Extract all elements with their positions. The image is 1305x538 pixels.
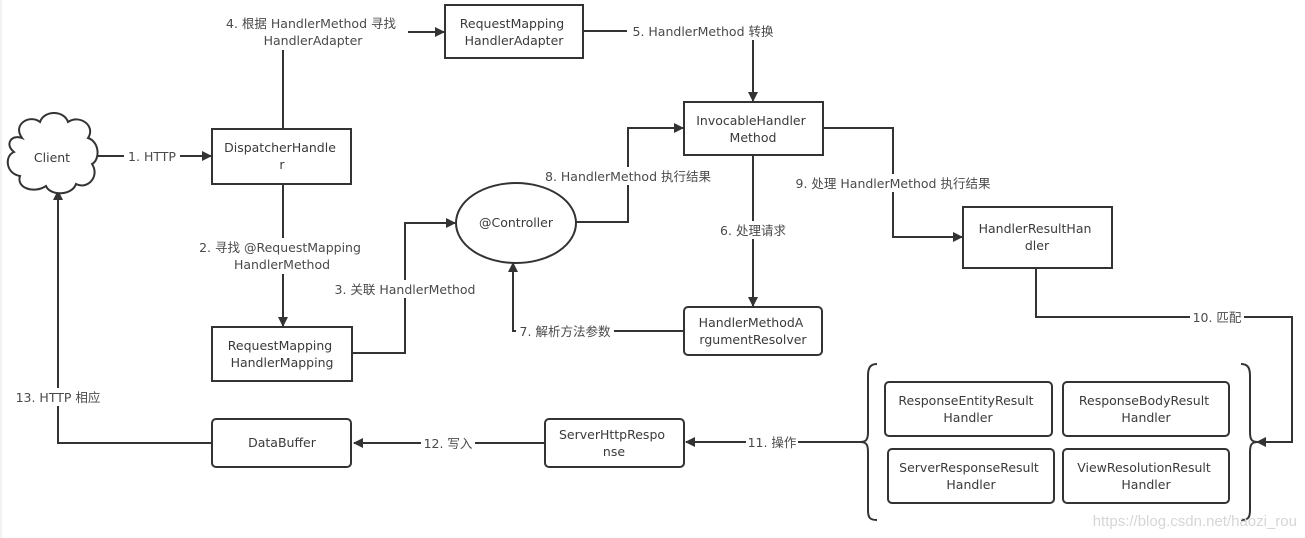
dispatcher-handler-label: DispatcherHandle r	[224, 140, 340, 172]
request-mapping-handler-mapping-box	[211, 326, 353, 382]
server-http-response-box	[544, 418, 685, 468]
request-mapping-handler-adapter-box	[444, 4, 584, 59]
edge-6-label: 6. 处理请求	[720, 223, 786, 238]
edge-3-label: 3. 关联 HandlerMethod	[335, 282, 476, 297]
response-entity-result-handler-box	[884, 381, 1053, 437]
left-brace	[859, 363, 878, 521]
watermark: https://blog.csdn.net/haozi_rou	[1093, 513, 1297, 530]
edge-5-label: 5. HandlerMethod 转换	[633, 24, 774, 39]
invocable-handler-method-label: InvocableHandler Method	[696, 113, 810, 145]
server-response-result-handler-box	[887, 448, 1055, 504]
edge-9-label: 9. 处理 HandlerMethod 执行结果	[796, 176, 991, 191]
data-buffer-label: DataBuffer	[248, 435, 317, 450]
server-http-response-label: ServerHttpRespo nse	[559, 427, 669, 459]
result-handler-group	[859, 363, 1259, 521]
edge-8-label: 8. HandlerMethod 执行结果	[545, 169, 711, 184]
edge-4-label: 4. 根据 HandlerMethod 寻找 HandlerAdapter	[226, 16, 400, 48]
response-entity-result-handler-label: ResponseEntityResult Handler	[898, 393, 1037, 425]
edge-1-label: 1. HTTP	[128, 149, 176, 164]
edge-2-label: 2. 寻找 @RequestMapping HandlerMethod	[199, 240, 365, 272]
dispatcher-handler-box	[211, 128, 352, 185]
controller-label: @Controller	[479, 215, 554, 230]
handler-result-handler-label: HandlerResultHan dler	[979, 221, 1096, 253]
edge-7-label: 7. 解析方法参数	[520, 324, 611, 339]
handler-method-argument-resolver-label: HandlerMethodA rgumentResolver	[699, 315, 808, 347]
edge-7-line	[508, 262, 684, 332]
handler-method-argument-resolver-box	[683, 306, 823, 356]
data-buffer-box	[211, 418, 352, 468]
edge-10-line	[1035, 268, 1293, 447]
handler-result-handler-box	[962, 206, 1113, 269]
edge-10-label: 10. 匹配	[1193, 310, 1242, 325]
edge-12-label: 12. 写入	[424, 436, 473, 451]
request-mapping-handler-mapping-label: RequestMapping HandlerMapping	[228, 338, 336, 370]
edge-5-line	[583, 30, 758, 102]
invocable-handler-method-box	[683, 101, 824, 156]
server-response-result-handler-label: ServerResponseResult Handler	[899, 460, 1043, 492]
client-label: Client	[34, 150, 70, 165]
request-mapping-handler-adapter-label: RequestMapping HandlerAdapter	[460, 16, 568, 48]
view-resolution-result-handler-box	[1062, 448, 1230, 504]
edge-11-label: 11. 操作	[748, 435, 797, 450]
edge-13-label: 13. HTTP 相应	[16, 390, 101, 405]
response-body-result-handler-box	[1062, 381, 1230, 437]
controller-ellipse	[455, 182, 577, 264]
edge-13-line	[53, 190, 212, 444]
view-resolution-result-handler-label: ViewResolutionResult Handler	[1077, 460, 1215, 492]
right-brace	[1240, 363, 1259, 521]
response-body-result-handler-label: ResponseBodyResult Handler	[1079, 393, 1213, 425]
client-cloud-shape	[6, 112, 99, 195]
